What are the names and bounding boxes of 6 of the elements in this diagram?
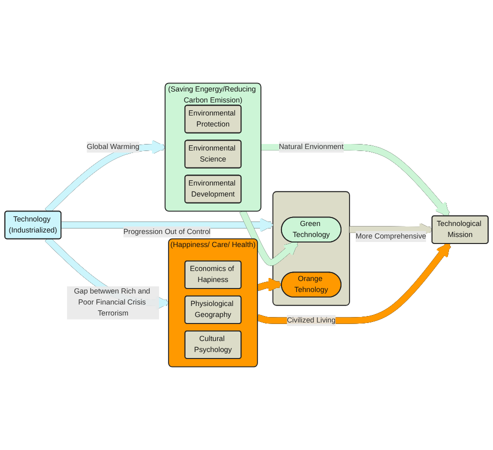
arrow xyxy=(61,218,274,232)
arrow xyxy=(44,140,166,214)
arrow xyxy=(256,242,451,324)
arrow xyxy=(256,278,282,292)
cluster xyxy=(272,191,350,306)
arrow xyxy=(240,210,298,266)
